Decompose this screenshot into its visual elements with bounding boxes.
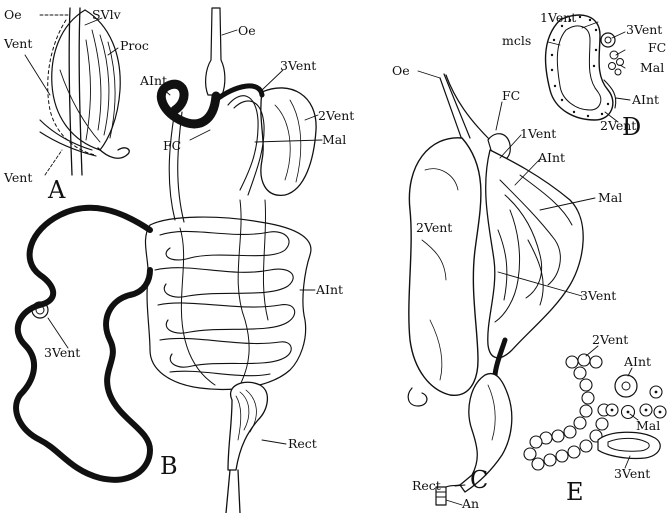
- panel-b-label-3vent: 3Vent: [280, 58, 316, 73]
- panel-b-label-rect: Rect: [288, 436, 317, 451]
- panel-b-label-2vent: 2Vent: [318, 108, 354, 123]
- panel-c-label-fc: FC: [502, 88, 520, 103]
- panel-d-label-mal: Mal: [640, 60, 664, 75]
- panel-e-label-2vent: 2Vent: [592, 332, 628, 347]
- panel-e: 2Vent AInt Mal 3Vent E: [524, 332, 666, 506]
- panel-c-label-rect: Rect: [412, 478, 441, 493]
- panel-a-label-vent-bottom: Vent: [3, 170, 32, 185]
- panel-b-label-mal: Mal: [322, 132, 346, 147]
- panel-e-letter: E: [566, 478, 584, 506]
- panel-d-label-aint: AInt: [631, 92, 659, 107]
- panel-a-label-svlv: SVlv: [92, 7, 122, 22]
- panel-b-label-fc: FC: [163, 138, 181, 153]
- panel-b-label-aint-mid: AInt: [315, 282, 343, 297]
- panel-c-label-1vent: 1Vent: [520, 126, 556, 141]
- panel-b-label-aint-top: AInt: [139, 73, 167, 88]
- panel-d-label-3vent: 3Vent: [626, 22, 662, 37]
- panel-c-label-aint: AInt: [537, 150, 565, 165]
- panel-a-label-proc: Proc: [120, 38, 149, 53]
- panel-e-drawing: [524, 354, 666, 470]
- panel-a-drawing: [40, 8, 129, 175]
- panel-d-letter: D: [622, 113, 641, 141]
- panel-e-2vent-cells: [524, 354, 610, 470]
- panel-b: Oe AInt 3Vent 2Vent Mal FC AInt 3Vent Re…: [16, 8, 354, 513]
- panel-e-label-3vent: 3Vent: [614, 466, 650, 481]
- panel-a-label-oe: Oe: [4, 7, 22, 22]
- panel-c-letter: C: [470, 466, 488, 494]
- panel-c-label-an: An: [461, 496, 479, 511]
- panel-d-drawing: [546, 15, 624, 120]
- panel-c-label-mal: Mal: [598, 190, 622, 205]
- panel-c-label-3vent: 3Vent: [580, 288, 616, 303]
- panel-d-label-mcls: mcls: [502, 33, 531, 48]
- panel-b-label-oe: Oe: [238, 23, 256, 38]
- panel-d: 1Vent mcls 3Vent FC Mal AInt 2Vent D: [502, 10, 666, 141]
- panel-d-label-1vent: 1Vent: [540, 10, 576, 25]
- panel-a: Oe SVlv Proc Vent Vent A: [3, 7, 149, 204]
- panel-a-letter: A: [47, 176, 66, 204]
- panel-c-label-oe: Oe: [392, 63, 410, 78]
- panel-e-label-mal: Mal: [636, 418, 660, 433]
- panel-b-letter: B: [160, 452, 178, 480]
- panel-c-label-2vent: 2Vent: [416, 220, 452, 235]
- panel-a-label-vent-top: Vent: [3, 36, 32, 51]
- panel-b-label-3vent-left: 3Vent: [44, 345, 80, 360]
- panel-d-label-fc: FC: [648, 40, 666, 55]
- panel-e-label-aint: AInt: [623, 354, 651, 369]
